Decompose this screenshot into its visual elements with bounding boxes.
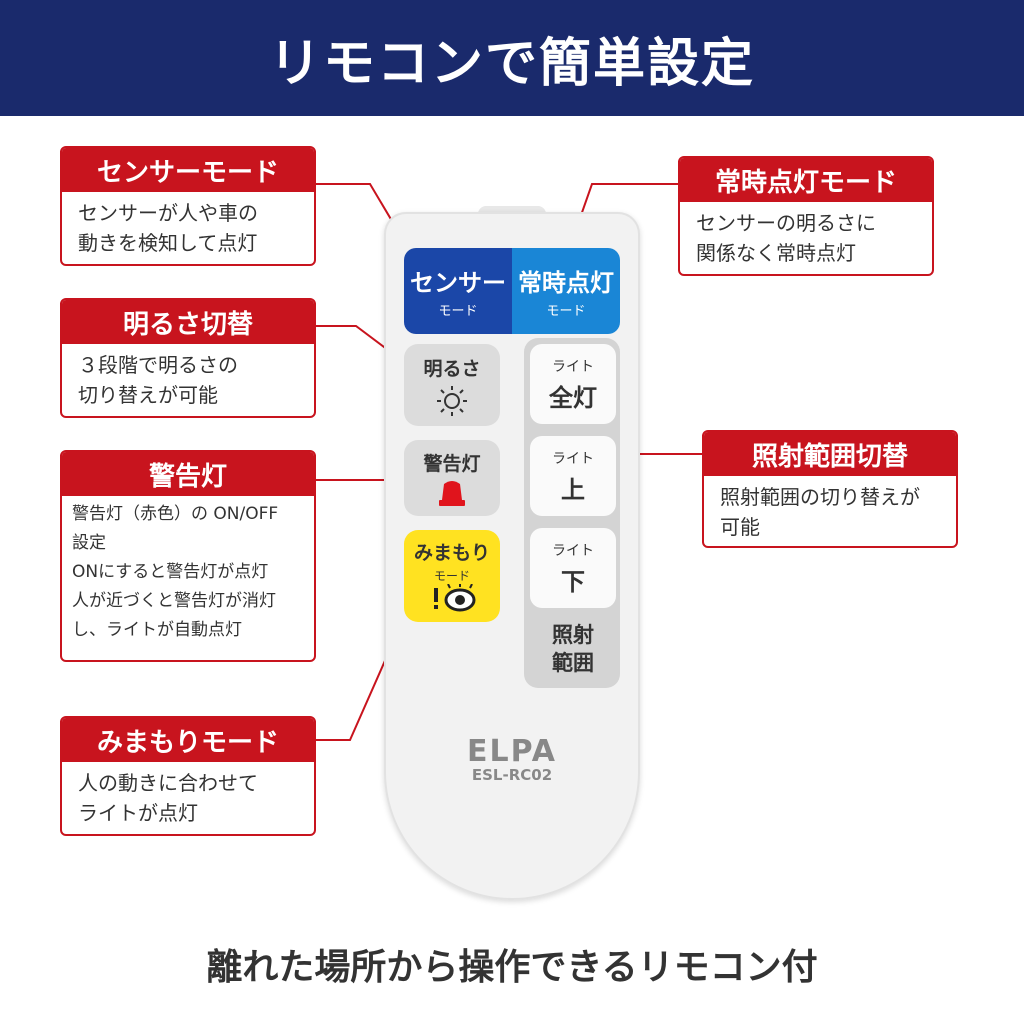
callout-title: センサーモード	[62, 148, 314, 192]
watch-mode-sublabel: モード	[433, 569, 470, 583]
sun-icon	[437, 385, 467, 416]
range-button[interactable]: 照射 範囲	[530, 614, 616, 684]
sensor-mode-sublabel: モード	[438, 304, 478, 319]
callout-brightness: 明るさ切替 ３段階で明るさの 切り替えが可能	[60, 298, 316, 418]
light-up-sublabel: ライト	[552, 450, 594, 467]
always-on-sublabel: モード	[546, 304, 586, 319]
callout-title: 警告灯	[62, 452, 314, 496]
callout-title: 明るさ切替	[62, 300, 314, 344]
header-banner: リモコンで簡単設定	[0, 0, 1024, 116]
light-down-button[interactable]: ライト 下	[530, 528, 616, 608]
brightness-label: 明るさ	[423, 357, 481, 380]
sensor-mode-label: センサー	[410, 269, 506, 297]
light-up-label: 上	[561, 475, 585, 504]
light-all-button[interactable]: ライト 全灯	[530, 344, 616, 424]
callout-body: 照射範囲の切り替えが 可能	[720, 485, 920, 539]
range-label-line2: 範囲	[552, 651, 594, 675]
sensor-mode-button[interactable]: センサー モード	[404, 248, 512, 334]
model-number: ESL-RC02	[471, 766, 553, 784]
always-on-label: 常時点灯	[518, 269, 614, 297]
range-label-line1: 照射	[552, 623, 594, 647]
callout-body: センサーが人や車の 動きを検知して点灯	[78, 201, 258, 255]
light-up-button[interactable]: ライト 上	[530, 436, 616, 516]
callout-title: 常時点灯モード	[680, 158, 932, 202]
callout-range-switch: 照射範囲切替 照射範囲の切り替えが 可能	[702, 430, 958, 548]
eye-alert-icon	[434, 584, 476, 612]
callout-body: ３段階で明るさの 切り替えが可能	[78, 353, 238, 407]
callout-warning-light: 警告灯 警告灯（赤色）の ON/OFF 設定 ONにすると警告灯が点灯 人が近づ…	[60, 450, 316, 662]
callout-watch-mode: みまもりモード 人の動きに合わせて ライトが点灯	[60, 716, 316, 836]
footer-caption: 離れた場所から操作できるリモコン付	[206, 947, 818, 988]
always-on-mode-button[interactable]: 常時点灯 モード	[512, 248, 620, 334]
warning-light-label: 警告灯	[423, 452, 481, 475]
callout-sensor-mode: センサーモード センサーが人や車の 動きを検知して点灯	[60, 146, 316, 266]
light-down-sublabel: ライト	[552, 542, 594, 559]
watch-mode-button[interactable]: みまもり モード	[404, 530, 500, 622]
brand-logo: ELPA	[466, 734, 558, 769]
warning-light-button[interactable]: 警告灯	[404, 440, 500, 516]
brightness-button[interactable]: 明るさ	[404, 344, 500, 426]
callout-body: 人の動きに合わせて ライトが点灯	[78, 771, 258, 825]
callout-always-on-mode: 常時点灯モード センサーの明るさに 関係なく常時点灯	[678, 156, 934, 276]
light-all-sublabel: ライト	[552, 358, 594, 375]
warning-lamp-icon	[439, 480, 465, 506]
page-title: リモコンで簡単設定	[268, 33, 755, 94]
watch-mode-label: みまもり	[413, 542, 490, 564]
light-down-label: 下	[561, 567, 585, 596]
callout-title: みまもりモード	[62, 718, 314, 762]
callout-body: 警告灯（赤色）の ON/OFF 設定 ONにすると警告灯が点灯 人が近づくと警告…	[72, 504, 279, 640]
callout-body: センサーの明るさに 関係なく常時点灯	[696, 211, 876, 265]
callout-title: 照射範囲切替	[704, 432, 956, 476]
light-all-label: 全灯	[549, 383, 597, 412]
